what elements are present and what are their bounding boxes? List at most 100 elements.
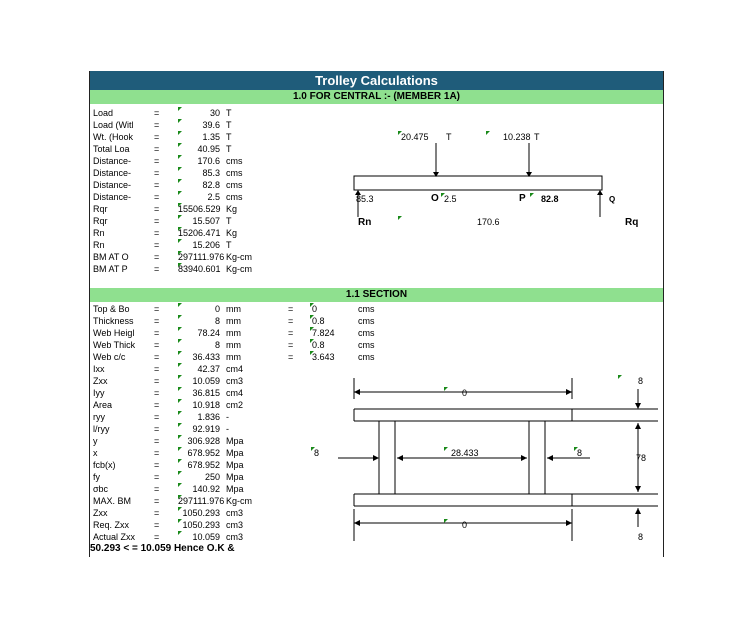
row-unit: cm3 bbox=[226, 520, 244, 530]
row-value: 1050.293 bbox=[182, 520, 220, 530]
row-value-2: 0.8 bbox=[312, 340, 325, 350]
row-value: 10.059 bbox=[192, 376, 220, 386]
row-equals: = bbox=[154, 472, 160, 482]
row-value-2: 0.8 bbox=[312, 316, 325, 326]
row-unit: cm4 bbox=[226, 364, 244, 374]
row-equals: = bbox=[154, 352, 160, 362]
row-value: 1.35 bbox=[202, 132, 220, 142]
row-unit: Kg-cm bbox=[226, 496, 253, 506]
row-unit: mm bbox=[226, 352, 241, 362]
row-label: MAX. BM bbox=[93, 496, 132, 506]
row-label: Load bbox=[93, 108, 114, 118]
calc-sheet: Trolley Calculations 1.0 FOR CENTRAL :- … bbox=[89, 71, 664, 557]
row-label: l/ryy bbox=[93, 424, 110, 434]
row-equals: = bbox=[154, 180, 160, 190]
row-equals: = bbox=[154, 412, 160, 422]
row-value: 140.92 bbox=[192, 484, 220, 494]
row-equals: = bbox=[154, 460, 160, 470]
row-unit: cms bbox=[226, 156, 243, 166]
right-support-label: Rq bbox=[625, 217, 639, 228]
row-equals: = bbox=[154, 328, 160, 338]
row-unit: Mpa bbox=[226, 472, 244, 482]
row-value: 30 bbox=[209, 108, 220, 118]
row-value: 10.059 bbox=[192, 532, 220, 542]
row-value: 250 bbox=[204, 472, 220, 482]
row-unit: cm3 bbox=[226, 376, 244, 386]
row-label: BM AT O bbox=[93, 252, 129, 262]
row-unit-2: cms bbox=[358, 304, 375, 314]
point-o: O bbox=[431, 193, 439, 204]
row-unit: Kg-cm bbox=[226, 252, 253, 262]
row-unit: cm3 bbox=[226, 508, 244, 518]
row-unit: cms bbox=[226, 168, 243, 178]
row-equals-2: = bbox=[288, 328, 294, 338]
row-value: 83940.601 bbox=[178, 264, 221, 274]
row-label: BM AT P bbox=[93, 264, 128, 274]
row-label: Rqr bbox=[93, 216, 108, 226]
row-equals: = bbox=[154, 484, 160, 494]
row-unit: mm bbox=[226, 340, 241, 350]
row-equals: = bbox=[154, 192, 160, 202]
row-value: 10.918 bbox=[192, 400, 220, 410]
row-unit: - bbox=[226, 424, 229, 434]
row-value: 36.815 bbox=[192, 388, 220, 398]
load2-unit: T bbox=[534, 132, 540, 142]
row-unit: Mpa bbox=[226, 436, 244, 446]
row-value: 15.206 bbox=[192, 240, 220, 250]
row-equals: = bbox=[154, 216, 160, 226]
row-equals: = bbox=[154, 376, 160, 386]
row-equals: = bbox=[154, 400, 160, 410]
row-unit: mm bbox=[226, 328, 241, 338]
result-footer: 50.293 < = 10.059 Hence O.K & bbox=[90, 543, 235, 554]
row-unit: - bbox=[226, 412, 229, 422]
row-equals: = bbox=[154, 508, 160, 518]
row-value: 306.928 bbox=[187, 436, 220, 446]
row-equals: = bbox=[154, 228, 160, 238]
row-equals: = bbox=[154, 436, 160, 446]
load2-value: 10.238 bbox=[503, 132, 531, 142]
load1-unit: T bbox=[446, 132, 452, 142]
row-label: σbc bbox=[93, 484, 109, 494]
row-unit: cm2 bbox=[226, 400, 244, 410]
bottom-width-value: 0 bbox=[462, 520, 468, 530]
row-value: 82.8 bbox=[202, 180, 220, 190]
row-equals: = bbox=[154, 132, 160, 142]
row-label: Area bbox=[93, 400, 113, 410]
row-unit: T bbox=[226, 144, 232, 154]
row-unit: T bbox=[226, 120, 232, 130]
row-equals-2: = bbox=[288, 316, 294, 326]
row-equals: = bbox=[154, 388, 160, 398]
row-label: Top & Bo bbox=[93, 304, 130, 314]
row-unit: Mpa bbox=[226, 448, 244, 458]
row-label: Web Heigl bbox=[93, 328, 135, 338]
row-value: 297111.976 bbox=[178, 252, 225, 262]
row-value: 1.836 bbox=[197, 412, 220, 422]
row-unit: Kg bbox=[226, 228, 238, 238]
row-label: Rn bbox=[93, 228, 105, 238]
row-value: 15506.529 bbox=[178, 204, 221, 214]
load1-value: 20.475 bbox=[401, 132, 429, 142]
row-label: Distance- bbox=[93, 192, 132, 202]
row-equals: = bbox=[154, 240, 160, 250]
row-value: 1050.293 bbox=[182, 508, 220, 518]
row-label: Ixx bbox=[93, 364, 105, 374]
row-value: 42.37 bbox=[197, 364, 220, 374]
web-clear-value: 28.433 bbox=[451, 448, 479, 458]
row-value-2: 0 bbox=[312, 304, 318, 314]
row-unit: cm3 bbox=[226, 532, 244, 542]
row-unit-2: cms bbox=[358, 352, 375, 362]
row-unit: mm bbox=[226, 304, 241, 314]
beam-rect bbox=[353, 175, 603, 191]
row-unit-2: cms bbox=[358, 316, 375, 326]
row-value: 8 bbox=[214, 340, 220, 350]
row-label: x bbox=[93, 448, 98, 458]
row-label: fy bbox=[93, 472, 101, 482]
row-label: Web Thick bbox=[93, 340, 135, 350]
row-equals: = bbox=[154, 252, 160, 262]
top-width-value: 0 bbox=[462, 388, 468, 398]
mid-distance: 2.5 bbox=[444, 194, 457, 204]
row-label: Actual Zxx bbox=[93, 532, 135, 542]
row-equals: = bbox=[154, 156, 160, 166]
row-value: 297111.976 bbox=[178, 496, 225, 506]
row-label: Iyy bbox=[93, 388, 105, 398]
